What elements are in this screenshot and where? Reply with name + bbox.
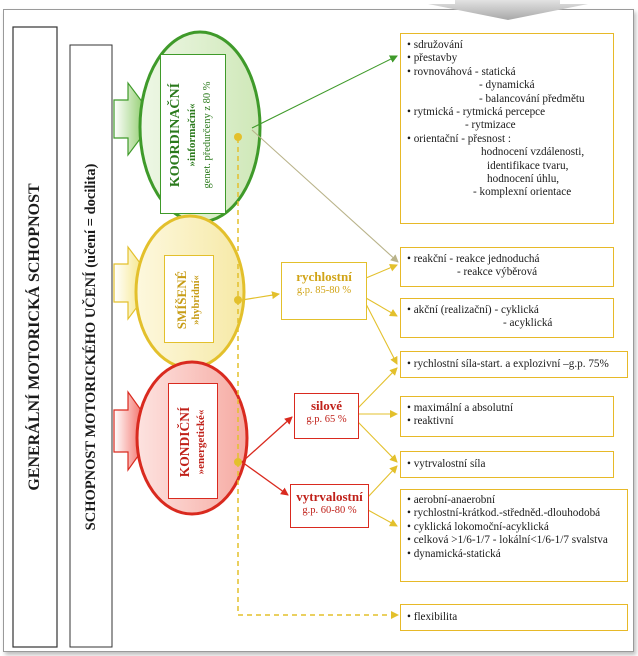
silove-box: silové g.p. 65 % (294, 393, 359, 439)
vytrvalost-line: • rychlostní-krátkod.-středněd.-dlouhodo… (407, 507, 601, 520)
outer-title-box (12, 26, 58, 648)
vytrvalostni-gp: g.p. 60-80 % (302, 505, 357, 516)
silove-line: • maximální a absolutní (407, 402, 514, 414)
dot-smisene (234, 296, 242, 304)
koord-type: »informační« (186, 103, 198, 167)
koord-line: hodnocení vzdálenosti, (481, 146, 585, 159)
koord-label-box: KOORDINAČNÍ »informační« genet. předurče… (160, 54, 226, 214)
vytrvalost-line: • cyklická lokomoční-acyklická (407, 520, 549, 533)
dot-koord (234, 133, 242, 141)
vytrvalostni-label: vytrvalostní (296, 489, 363, 504)
rychlostni-sila-box: • rychlostní síla-start. a explozivní –g… (400, 351, 628, 378)
koord-box: • sdružování • přestavby • rovnováhová -… (400, 33, 614, 224)
smisene-type: »hybridní« (191, 275, 202, 325)
arrow-kond-vytrv (241, 461, 289, 496)
rychlostni-sila-line: • rychlostní síla-start. a explozivní –g… (407, 358, 609, 370)
reakcni-line: • reakční - reakce jednoduchá (407, 253, 540, 265)
silove-gp: g.p. 65 % (306, 414, 347, 425)
akcni-line: - acyklická (503, 317, 553, 330)
arrow-rych-akcni (365, 297, 398, 317)
reakcni-box: • reakční - reakce jednoduchá - reakce v… (400, 247, 614, 287)
rychlostni-label: rychlostní (296, 269, 352, 284)
koord-line: - balancování předmětu (479, 92, 585, 105)
kondicni-label-box: KONDIČNÍ »energetické« (168, 383, 218, 499)
arrow-sil-vsila (357, 421, 398, 463)
arrow-rych-rsila (365, 303, 398, 365)
vytrvalostni-sila-box: • vytrvalostní síla (400, 451, 614, 478)
koord-line: hodnocení úhlu, (487, 173, 560, 186)
koord-line: • rytmická - rytmická percepce (407, 106, 546, 119)
koord-name: KOORDINAČNÍ (168, 82, 183, 188)
vytrvalostni-box: vytrvalostní g.p. 60-80 % (290, 484, 369, 528)
arrow-koord-box (251, 55, 398, 129)
arrow-smisene-rychlostni (241, 291, 280, 301)
arrow-rych-reakcni (365, 264, 398, 279)
arrow-koord-reakcni (251, 129, 399, 263)
arrow-kond-silove (241, 416, 293, 463)
vytrvalost-line: • celková >1/6-1/7 - lokální<1/6-1/7 sva… (407, 534, 608, 547)
inner-title-box (69, 44, 113, 648)
smisene-label-rot: SMÍŠENÉ »hybridní« (165, 256, 215, 344)
koord-line: • přestavby (407, 52, 458, 65)
silove-detail-box: • maximální a absolutní • reaktivní (400, 396, 614, 437)
smisene-label-box: SMÍŠENÉ »hybridní« (164, 255, 214, 343)
rychlostni-box: rychlostní g.p. 85-80 % (281, 262, 367, 320)
silove-line: • reaktivní (407, 415, 454, 428)
koord-line: - rytmizace (465, 119, 516, 132)
outer-title: GENERÁLNÍ MOTORICKÁ SCHOPNOST (26, 183, 43, 491)
koord-note: genet. předurčeny z 80 % (202, 81, 213, 189)
flexibilita-line: • flexibilita (407, 611, 458, 623)
kondicni-name: KONDIČNÍ (177, 406, 192, 478)
rychlostni-gp: g.p. 85-80 % (296, 285, 352, 296)
koord-line: identifikace tvaru, (487, 159, 569, 172)
koord-line: • sdružování (407, 39, 463, 51)
dot-kondicni (234, 458, 242, 466)
vytrvalostni-sila-line: • vytrvalostní síla (407, 458, 486, 470)
outer-frame (3, 9, 634, 652)
koord-line: • rovnováhová - statická (407, 65, 516, 78)
koord-line: - dynamická (479, 79, 535, 92)
akcni-line: • akční (realizační) - cyklická (407, 304, 539, 316)
reakcni-line: - reakce výběrová (457, 266, 538, 279)
vytrvalost-line: • dynamická-statická (407, 547, 501, 560)
koord-label-rot: KOORDINAČNÍ »informační« genet. předurče… (161, 55, 227, 215)
arrow-vytr-vsila (367, 465, 398, 498)
kondicni-type: »energetické« (195, 409, 207, 475)
vytrvalost-line: • aerobní-anaerobní (407, 494, 496, 506)
arrow-vytr-box (367, 509, 398, 527)
koord-line: • orientační - přesnost : (407, 132, 511, 145)
smisene-name: SMÍŠENÉ (174, 270, 189, 330)
inner-title: SCHOPNOST MOTORICKÉHO UČENÍ (učení = doc… (83, 163, 99, 531)
koord-line: - komplexní orientace (473, 186, 572, 199)
arrow-sil-rsila (357, 367, 398, 409)
akcni-box: • akční (realizační) - cyklická - acykli… (400, 298, 614, 338)
top-gray-arrow (428, 0, 588, 20)
silove-label: silové (310, 398, 343, 413)
vytrvalost-box: • aerobní-anaerobní • rychlostní-krátkod… (400, 489, 628, 582)
flexibilita-box: • flexibilita (400, 604, 628, 631)
kondicni-label-rot: KONDIČNÍ »energetické« (169, 384, 219, 500)
